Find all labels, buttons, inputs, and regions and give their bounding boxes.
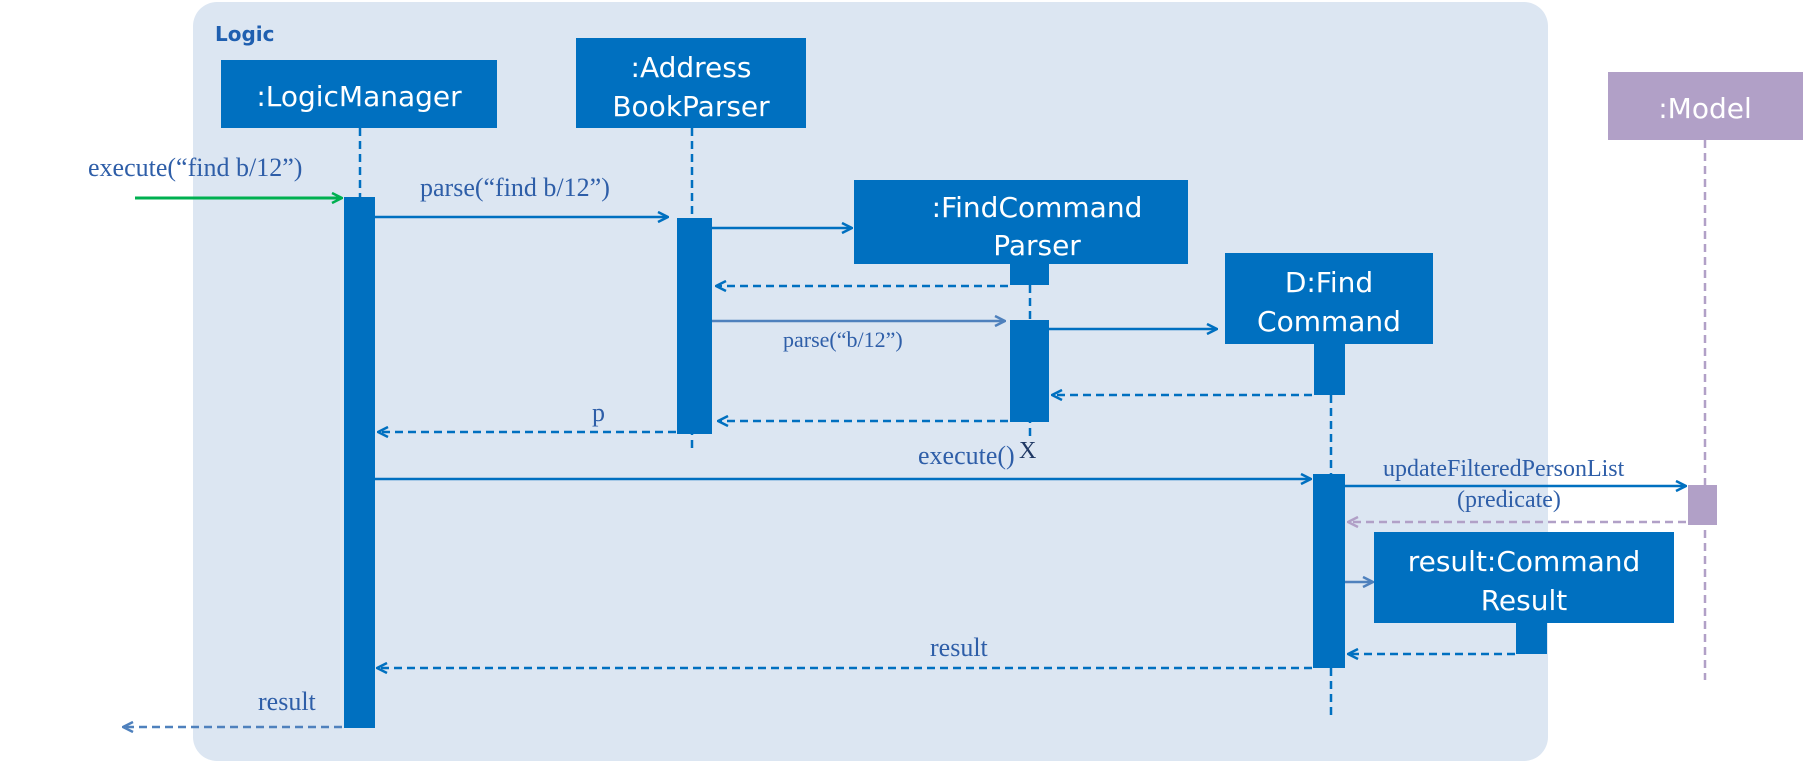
findcommand-box (1225, 253, 1433, 344)
p-return-label: p (592, 398, 605, 427)
commandresult-label-line2: Result (1481, 584, 1568, 617)
logicmanager-box (221, 60, 497, 128)
parser-activation (677, 218, 712, 434)
destroy-mark: X (1019, 438, 1036, 464)
findcommand-label-line1: D:Find (1285, 266, 1373, 299)
findcommandparser-label-line1: :FindCommand (932, 191, 1143, 224)
findcommand-tab (1314, 343, 1345, 395)
commandresult-tab (1516, 621, 1547, 654)
result-final-label: result (258, 687, 317, 716)
findcommand-label-line2: Command (1257, 305, 1401, 338)
parse-args-label: parse(“b/12”) (783, 327, 903, 352)
logicmanager-activation (344, 197, 375, 728)
logicmanager-label: :LogicManager (256, 80, 462, 113)
findparser-activation (1010, 320, 1049, 422)
findcommandparser-box (854, 180, 1188, 264)
addressbookparser-label-line2: BookParser (612, 90, 770, 123)
addressbookparser-box (576, 38, 806, 128)
execute-call-label: execute(“find b/12”) (88, 153, 302, 182)
update-label-line2: (predicate) (1457, 487, 1561, 513)
update-label-line1: updateFilteredPersonList (1383, 456, 1625, 482)
execute-cmd-label: execute() (918, 441, 1015, 470)
frame-title: Logic (215, 22, 275, 46)
findcommandparser-label-line2: Parser (993, 229, 1081, 262)
result-return-label: result (930, 633, 989, 662)
commandresult-label-line1: result:Command (1408, 545, 1641, 578)
logic-frame (193, 2, 1548, 761)
addressbookparser-label-line1: :Address (631, 51, 752, 84)
model-label: :Model (1658, 92, 1752, 125)
findcommandparser-tab (1010, 262, 1049, 285)
findcommand-activation (1313, 474, 1345, 668)
model-activation (1688, 485, 1717, 525)
model-box (1608, 72, 1803, 140)
parse-call-label: parse(“find b/12”) (420, 173, 610, 202)
commandresult-box (1374, 532, 1674, 623)
